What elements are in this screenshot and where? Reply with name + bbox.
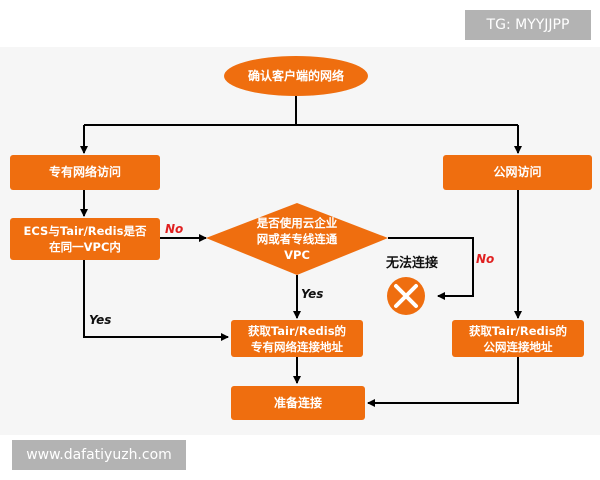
same-vpc-line1: ECS与Tair/Redis是否 — [23, 224, 147, 238]
yes-label-center: Yes — [301, 287, 324, 301]
start-ellipse — [224, 56, 368, 96]
no-label-right: No — [476, 252, 495, 266]
express-line3: VPC — [284, 248, 310, 262]
no-label-left: No — [165, 222, 184, 236]
cannot-connect-label: 无法连接 — [386, 256, 439, 271]
get-private-line2: 专有网络连接地址 — [251, 339, 343, 354]
get-public-line1: 获取Tair/Redis的 — [468, 323, 568, 338]
same-vpc-line2: 在同一VPC内 — [49, 240, 121, 254]
express-connect-question-node: 是否使用云企业 网或者专线连通 VPC — [240, 212, 354, 266]
watermark-top: TG: MYYJJPP — [465, 10, 591, 40]
public-access-node: 公网访问 — [443, 155, 592, 190]
same-vpc-question-node: ECS与Tair/Redis是否 在同一VPC内 — [10, 218, 160, 260]
get-private-line1: 获取Tair/Redis的 — [247, 323, 347, 338]
decision-diamond — [206, 203, 388, 275]
prepare-connection-node: 准备连接 — [231, 386, 365, 420]
express-line1: 是否使用云企业 — [256, 216, 338, 230]
private-access-node: 专有网络访问 — [10, 155, 160, 190]
start-node: 确认客户端的网络 — [247, 68, 344, 83]
get-private-address-node: 获取Tair/Redis的 专有网络连接地址 — [231, 320, 363, 357]
express-line2: 网或者专线连通 — [256, 232, 338, 246]
yes-label-left: Yes — [89, 313, 112, 327]
cannot-connect-x-icon — [387, 277, 425, 315]
get-public-address-node: 获取Tair/Redis的 公网连接地址 — [452, 320, 584, 357]
get-public-line2: 公网连接地址 — [483, 339, 553, 354]
watermark-bottom: www.dafatiyuzh.com — [12, 440, 186, 470]
